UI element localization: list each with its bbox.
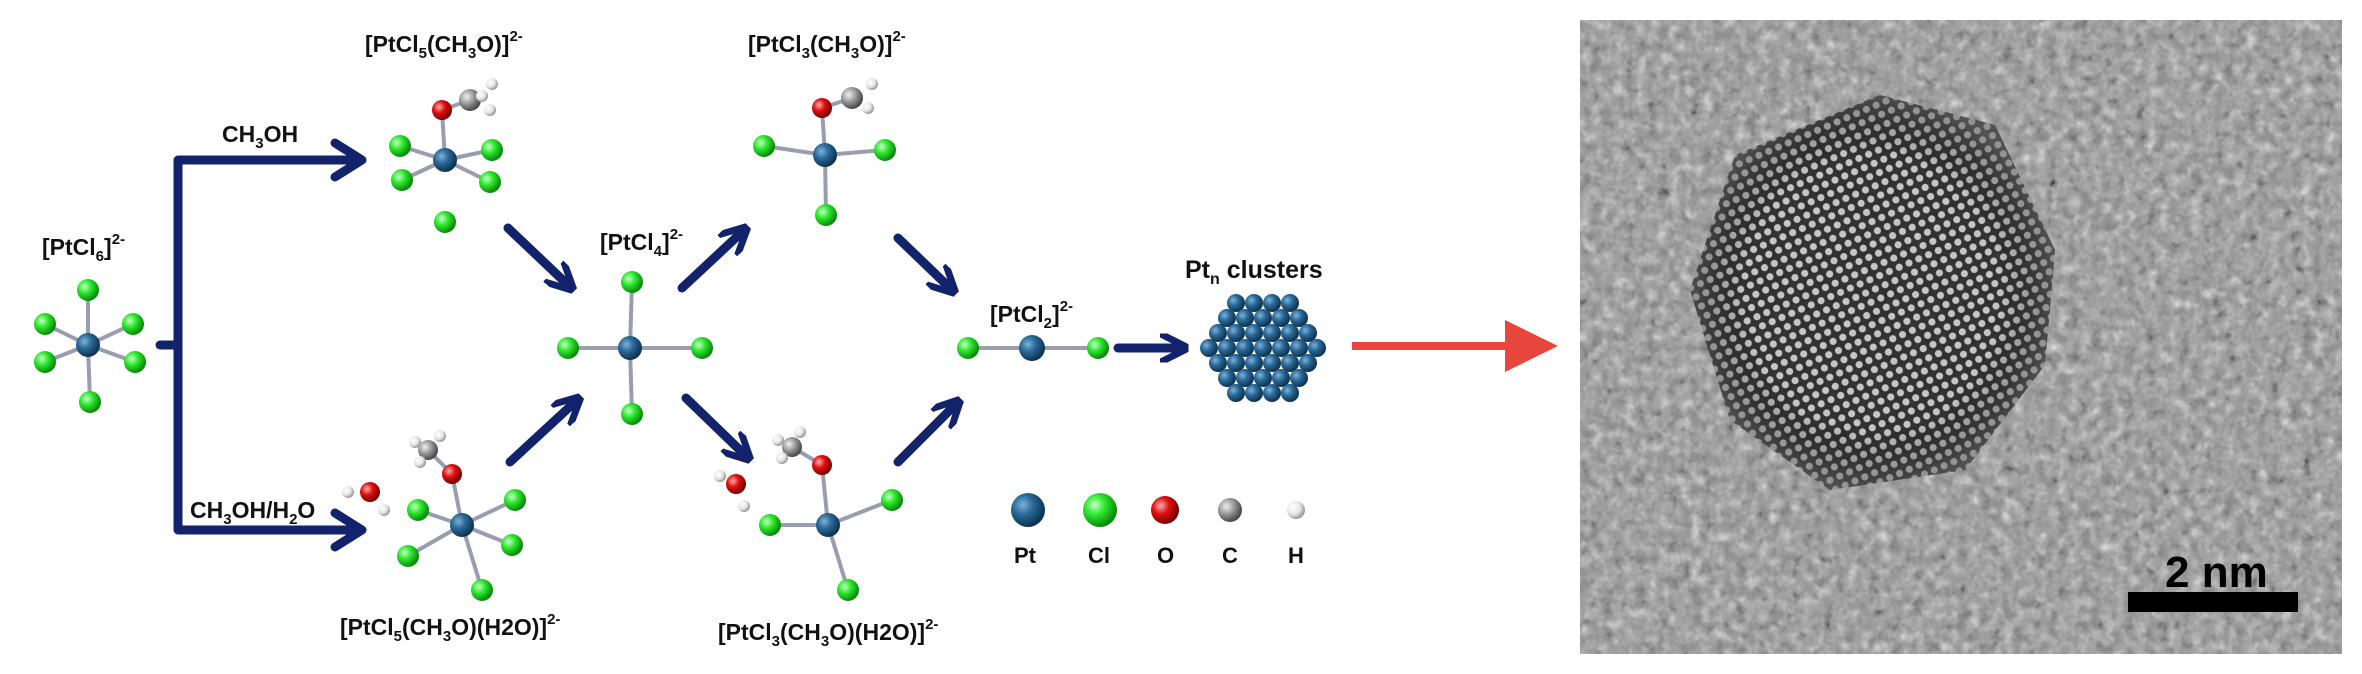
reaction-scheme: [PtCl6]2- [PtCl5(CH3O)]2- [PtCl5(CH3O)(H…: [34, 28, 1558, 650]
legend-h-atom: [1287, 501, 1305, 519]
atom-legend: Pt Cl O C H: [1011, 493, 1305, 568]
molecule-ptcl5-ch3o-h2o: [342, 430, 526, 601]
label-ch3oh: CH3OH: [222, 121, 298, 152]
label-ch3oh-h2o: CH3OH/H2O: [190, 497, 315, 528]
legend-o-atom: [1151, 496, 1179, 524]
branch-arrow: [155, 155, 360, 535]
legend-cl-label: Cl: [1088, 543, 1110, 568]
legend-cl-atom: [1083, 493, 1117, 527]
label-ptcl4: [PtCl4]2-: [600, 226, 683, 260]
scale-bar-label: 2 nm: [2165, 548, 2268, 597]
label-ptcl3-ch3o-h2o: [PtCl3(CH3O)(H2O)]2-: [718, 616, 938, 650]
molecule-ptcl2: [957, 335, 1109, 361]
legend-o-label: O: [1157, 543, 1174, 568]
arrow-to-ptcl5-ch3o-head: [330, 138, 367, 182]
arrow-to-ptcl4-lower: [505, 402, 575, 467]
label-ptn-clusters: Ptn clusters: [1185, 256, 1323, 288]
legend-pt-label: Pt: [1014, 543, 1037, 568]
label-ptcl3-ch3o: [PtCl3(CH3O)]2-: [748, 28, 906, 62]
arrow-to-ptcl4-upper: [503, 223, 568, 285]
legend-c-atom: [1218, 498, 1242, 522]
molecule-ptn-clusters: [1200, 294, 1326, 402]
arrow-to-ptcl3-ch3o: [677, 232, 742, 293]
molecule-ptcl3-ch3o-h2o: [714, 426, 903, 601]
molecule-ptcl4: [557, 271, 713, 425]
scale-bar: [2128, 592, 2298, 612]
legend-pt-atom: [1011, 493, 1045, 527]
arrow-to-ptcl2-upper: [893, 233, 950, 288]
label-ptcl5-ch3o: [PtCl5(CH3O)]2-: [365, 28, 523, 62]
legend-h-label: H: [1288, 543, 1304, 568]
arrow-to-ptcl5-ch3o-h2o-head: [330, 508, 367, 552]
label-ptcl5-ch3o-h2o: [PtCl5(CH3O)(H2O)]2-: [340, 611, 560, 645]
label-ptcl6: [PtCl6]2-: [42, 231, 125, 265]
tem-micrograph: [1580, 20, 2342, 654]
legend-c-label: C: [1222, 543, 1238, 568]
arrow-to-ptcl3-ch3o-h2o: [681, 393, 745, 455]
label-ptcl2: [PtCl2]2-: [990, 298, 1073, 332]
molecule-ptcl3-ch3o: [753, 78, 896, 226]
transfer-arrow-head: [1505, 320, 1558, 372]
molecule-ptcl5-ch3o: [389, 78, 503, 233]
arrow-to-ptcl2-lower: [893, 405, 955, 467]
molecule-ptcl6: [34, 279, 146, 413]
nanoparticle: [1690, 95, 2055, 490]
